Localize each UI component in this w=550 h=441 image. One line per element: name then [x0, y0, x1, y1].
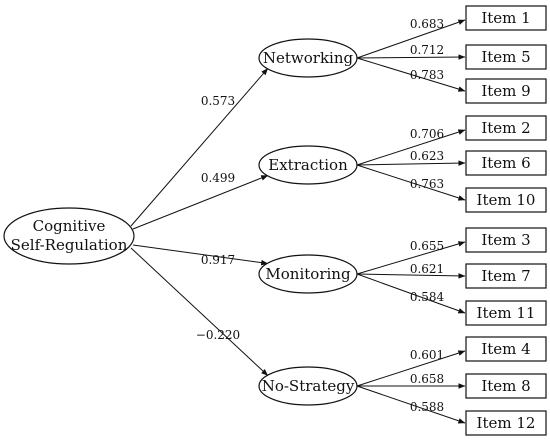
factor-loading: 0.601 — [410, 348, 444, 362]
item-node: Item 3 — [465, 227, 547, 253]
item-box — [465, 410, 547, 436]
item-node: Item 1 — [465, 5, 547, 31]
item-node: Item 2 — [465, 115, 547, 141]
factor-label: Monitoring — [265, 265, 351, 283]
item-label: Item 3 — [481, 231, 530, 249]
item-box — [465, 227, 547, 253]
factor-node: No-Strategy — [258, 366, 358, 406]
edges: 0.573 0.683 0.712 0.783 0.499 0.706 0.623 0.763… — [130, 17, 466, 424]
item-node: Item 5 — [465, 44, 547, 70]
factor-ellipse — [258, 145, 358, 185]
item-node: Item 11 — [465, 300, 547, 326]
root-label-line1: Cognitive — [33, 217, 106, 235]
factor-loading: 0.588 — [410, 400, 444, 414]
loading-arrow — [356, 273, 466, 314]
factor-loading: 0.621 — [410, 262, 444, 276]
item-node: Item 4 — [465, 336, 547, 362]
item-box — [465, 300, 547, 326]
item-box — [465, 78, 547, 104]
path-arrow — [132, 244, 269, 266]
item-node: Item 8 — [465, 373, 547, 399]
item-box — [465, 187, 547, 213]
factor-node: Extraction — [258, 145, 358, 185]
loading-arrow — [356, 129, 466, 166]
item-label: Item 11 — [477, 304, 536, 322]
factor-loading: 0.658 — [410, 372, 444, 386]
root-node: Cognitive Self-Regulation — [3, 207, 135, 265]
factor-node: Networking — [258, 38, 358, 78]
factor-label: No-Strategy — [262, 377, 355, 395]
loading-arrow — [356, 241, 466, 275]
factor-label: Networking — [263, 49, 354, 67]
loading-arrow — [356, 350, 466, 387]
item-label: Item 1 — [481, 9, 530, 27]
item-label: Item 2 — [481, 119, 530, 137]
factor-loading: 0.584 — [410, 290, 445, 304]
item-label: Item 8 — [481, 377, 530, 395]
path-coefficient: 0.499 — [201, 171, 235, 185]
loading-arrow — [356, 57, 466, 92]
item-node: Item 12 — [465, 410, 547, 436]
root-label-line2: Self-Regulation — [11, 236, 128, 254]
item-box — [465, 373, 547, 399]
item-label: Item 5 — [481, 48, 530, 66]
item-box — [465, 336, 547, 362]
factor-node: Monitoring — [258, 254, 358, 294]
item-box — [465, 150, 547, 176]
path-coefficient: −0.220 — [196, 328, 240, 342]
factor-loading: 0.763 — [410, 177, 444, 191]
loading-arrow — [356, 19, 466, 59]
item-box — [465, 44, 547, 70]
item-node: Item 10 — [465, 187, 547, 213]
item-label: Item 4 — [481, 340, 530, 358]
item-box — [465, 5, 547, 31]
item-label: Item 9 — [481, 82, 530, 100]
factor-loading: 0.712 — [410, 43, 444, 57]
path-arrow — [130, 68, 269, 227]
item-node: Item 9 — [465, 78, 547, 104]
path-arrow — [130, 247, 269, 376]
factor-ellipse — [258, 38, 358, 78]
root-ellipse — [3, 207, 135, 265]
factor-ellipse — [258, 254, 358, 294]
factor-loading: 0.783 — [410, 68, 444, 82]
factor-loading: 0.655 — [410, 239, 444, 253]
path-coefficient: 0.917 — [201, 253, 235, 267]
factor-label: Extraction — [268, 156, 348, 174]
factor-loading: 0.706 — [410, 127, 444, 141]
item-label: Item 12 — [477, 414, 536, 432]
path-arrow — [132, 174, 269, 230]
loading-arrow — [356, 54, 466, 60]
loading-arrow — [356, 273, 466, 279]
item-node: Item 7 — [465, 263, 547, 289]
loading-arrow — [356, 160, 466, 166]
item-label: Item 7 — [481, 267, 530, 285]
factor-loading: 0.623 — [410, 149, 444, 163]
item-label: Item 10 — [477, 191, 536, 209]
item-label: Item 6 — [481, 154, 530, 172]
item-box — [465, 115, 547, 141]
path-coefficient: 0.573 — [201, 94, 235, 108]
item-node: Item 6 — [465, 150, 547, 176]
factor-ellipse — [258, 366, 358, 406]
loading-arrow — [356, 385, 466, 424]
factor-loading: 0.683 — [410, 17, 444, 31]
item-box — [465, 263, 547, 289]
loading-arrow — [356, 164, 466, 201]
